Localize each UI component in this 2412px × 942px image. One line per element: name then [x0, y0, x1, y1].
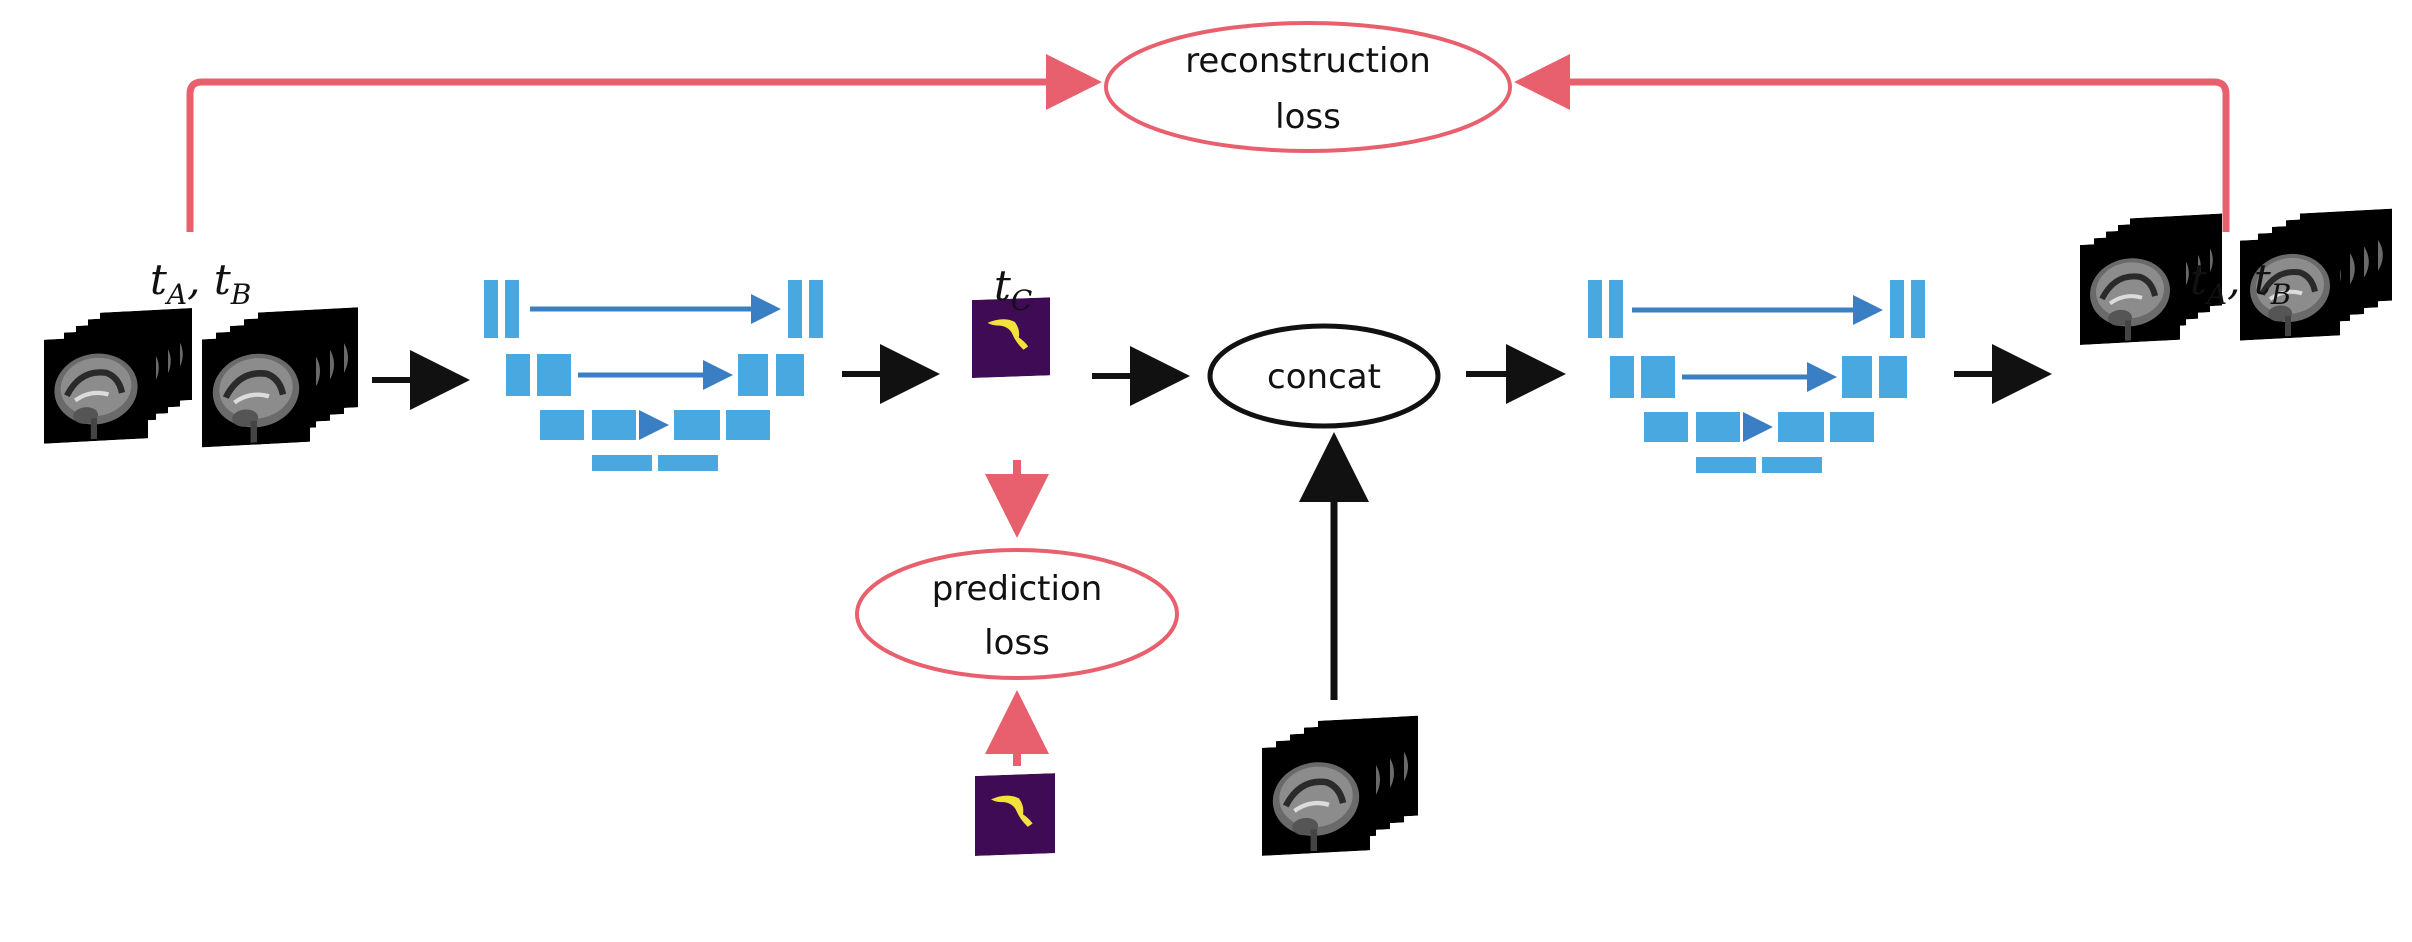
mri-slice [44, 334, 148, 443]
output-time-label: tA, tB [2190, 255, 2291, 311]
predicted-mask: tC [972, 261, 1050, 379]
unet-bottleneck [1762, 457, 1822, 473]
prediction-loss-ellipse [855, 548, 1179, 680]
unet-block [788, 280, 802, 338]
unet-bottleneck [1696, 457, 1756, 473]
mri-slice [202, 334, 310, 448]
unet-block [1641, 356, 1675, 398]
unet-block [776, 354, 804, 396]
unet-block [809, 280, 823, 338]
unet-block [674, 410, 720, 440]
unet-reconstructor [1588, 280, 1925, 473]
unet-block [537, 354, 571, 396]
unet-predictor [484, 280, 823, 471]
concat-label: concat [1267, 357, 1381, 397]
unet-block [1610, 356, 1634, 398]
unet-block [540, 410, 584, 440]
reconstruction-loss-label-line1: reconstruction [1185, 41, 1431, 81]
unet-block [1890, 280, 1904, 338]
unet-block [1911, 280, 1925, 338]
unet-block [1879, 356, 1907, 398]
unet-block [1778, 412, 1824, 442]
output-mri-stack: tA, tB [2080, 209, 2392, 345]
unet-block [1609, 280, 1623, 338]
unet-block [1830, 412, 1874, 442]
unet-bottleneck [592, 455, 652, 471]
input-mri-stack-a [44, 308, 192, 444]
ground-truth-mask [975, 773, 1055, 856]
input-mri-stack-b [202, 307, 358, 447]
reconstruction-loss-label-line2: loss [1275, 97, 1341, 137]
prediction-loss-label-line2: loss [984, 623, 1050, 663]
unet-block [506, 354, 530, 396]
concat-ellipse [1207, 323, 1441, 429]
unet-block [1842, 356, 1872, 398]
recon-arrow-left [186, 54, 1102, 232]
unet-block [484, 280, 498, 338]
input-time-label: tA, tB [150, 255, 251, 311]
prediction-loss-group: prediction loss [855, 460, 1179, 856]
mri-slice [1262, 742, 1370, 856]
mri-slice [2080, 240, 2180, 345]
unet-block [726, 410, 770, 440]
prediction-loss-label-line1: prediction [932, 569, 1103, 609]
unet-block [738, 354, 768, 396]
unet-block [505, 280, 519, 338]
input-mri-stack: tA, tB [44, 255, 358, 447]
unet-block [1644, 412, 1688, 442]
unet-block [1696, 412, 1740, 442]
conditioning-input: tC [1262, 432, 1418, 856]
predicted-time-label: tC [994, 261, 1032, 317]
reconstruction-loss-loop: reconstruction loss [186, 21, 2230, 232]
unet-block [1588, 280, 1602, 338]
concat-node: concat [1207, 323, 1441, 429]
unet-bottleneck [658, 455, 718, 471]
unet-block [592, 410, 636, 440]
reconstruction-loss-ellipse [1104, 21, 1512, 153]
recon-arrow-right [1514, 54, 2230, 232]
